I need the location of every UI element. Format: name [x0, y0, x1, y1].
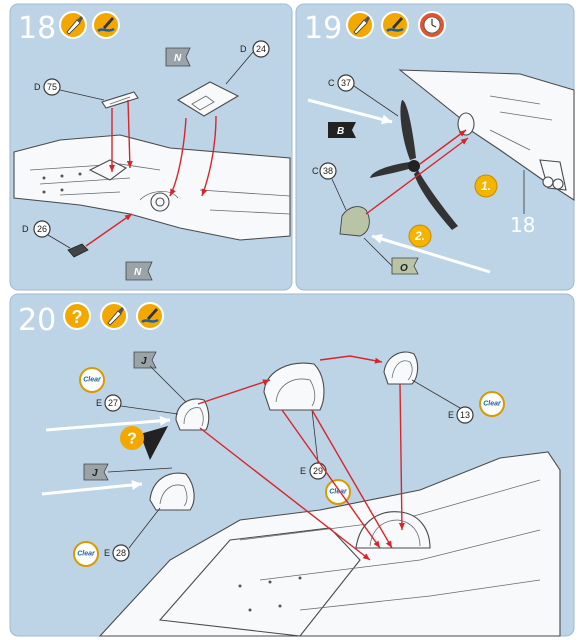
paint-pot-icon	[380, 10, 410, 40]
svg-text:24: 24	[256, 44, 266, 54]
step-reference-18: 18	[510, 170, 535, 237]
svg-text:C: C	[312, 166, 319, 176]
svg-text:26: 26	[37, 224, 47, 234]
svg-text:J: J	[141, 356, 147, 367]
paint-flag-b: B	[328, 122, 356, 138]
svg-text:28: 28	[116, 548, 126, 558]
part-label-d24: D 24	[225, 40, 270, 85]
svg-text:E: E	[300, 466, 306, 476]
step-number: 18	[18, 11, 56, 46]
paint-flag-o: O	[363, 237, 419, 275]
svg-text:N: N	[174, 53, 182, 64]
part-label-d26: D 26	[22, 220, 71, 249]
spinner-part	[339, 206, 370, 237]
order-marker-1: 1.	[474, 174, 498, 198]
part-d75	[101, 91, 139, 109]
svg-text:J: J	[92, 468, 98, 479]
svg-text:D: D	[240, 44, 247, 54]
svg-text:B: B	[337, 126, 344, 137]
step-20-panel: 20 ?	[9, 293, 575, 637]
svg-text:N: N	[134, 267, 142, 278]
part-e27	[175, 398, 210, 431]
part-label-c38: C 38	[312, 162, 347, 211]
svg-text:13: 13	[460, 410, 470, 420]
paint-brush-icon	[346, 11, 374, 39]
paint-flag-n-top: N	[165, 47, 191, 67]
assembly-arrows-20	[41, 355, 405, 561]
svg-text:Clear: Clear	[483, 401, 502, 408]
question-icon: ?	[63, 302, 91, 330]
aircraft-nose-part	[398, 69, 575, 202]
part-label-c37: C 37	[328, 74, 399, 117]
svg-text:75: 75	[47, 82, 57, 92]
svg-text:38: 38	[323, 166, 333, 176]
part-label-e27: E 27	[96, 394, 179, 415]
part-label-d75: D 75	[34, 78, 105, 101]
svg-text:C: C	[328, 78, 335, 88]
paint-pot-icon	[135, 301, 165, 331]
clear-paint-badge: Clear	[79, 367, 105, 393]
paint-brush-icon	[100, 302, 128, 330]
svg-text:Clear: Clear	[329, 489, 348, 496]
fuselage-part	[13, 134, 291, 241]
paint-pot-icon	[91, 10, 121, 40]
svg-text:37: 37	[341, 78, 351, 88]
svg-text:O: O	[400, 263, 408, 274]
svg-text:?: ?	[72, 307, 83, 327]
paint-flag-n-bottom: N	[125, 261, 153, 281]
part-e29	[263, 362, 325, 411]
order-marker-2: 2.	[408, 224, 432, 248]
svg-text:29: 29	[313, 466, 323, 476]
clear-paint-badge: Clear	[73, 541, 99, 567]
assembly-arrows-18	[85, 99, 217, 247]
svg-text:E: E	[448, 410, 454, 420]
svg-text:27: 27	[108, 398, 118, 408]
assembly-arrows-19	[307, 98, 491, 274]
svg-text:?: ?	[127, 431, 137, 448]
clear-paint-badge: Clear	[479, 391, 505, 417]
paint-brush-icon	[59, 11, 87, 39]
svg-text:E: E	[96, 398, 102, 408]
part-d24	[176, 81, 240, 117]
svg-text:E: E	[104, 548, 110, 558]
clock-icon	[418, 11, 446, 39]
part-e13	[383, 351, 419, 385]
step-19-panel: 19 18 C 37	[295, 3, 575, 291]
step-number: 19	[304, 11, 342, 46]
svg-text:18: 18	[510, 213, 535, 237]
svg-text:D: D	[22, 224, 29, 234]
part-e28	[149, 472, 195, 511]
propeller-part	[370, 100, 458, 230]
aircraft-fuselage-part	[98, 451, 561, 637]
svg-text:Clear: Clear	[77, 551, 96, 558]
svg-text:1.: 1.	[481, 179, 491, 193]
part-label-e28: E 28	[104, 507, 161, 562]
step-18-panel: 18 D 75	[9, 3, 293, 291]
part-d26	[67, 243, 89, 258]
paint-flag-j-bottom: J	[83, 463, 173, 481]
question-callout: ?	[120, 426, 168, 460]
step-number: 20	[18, 303, 56, 338]
svg-text:2.: 2.	[414, 229, 425, 243]
svg-text:Clear: Clear	[83, 377, 102, 384]
part-label-e13: E 13	[411, 379, 474, 424]
svg-text:D: D	[34, 82, 41, 92]
paint-flag-j-top: J	[133, 351, 187, 403]
